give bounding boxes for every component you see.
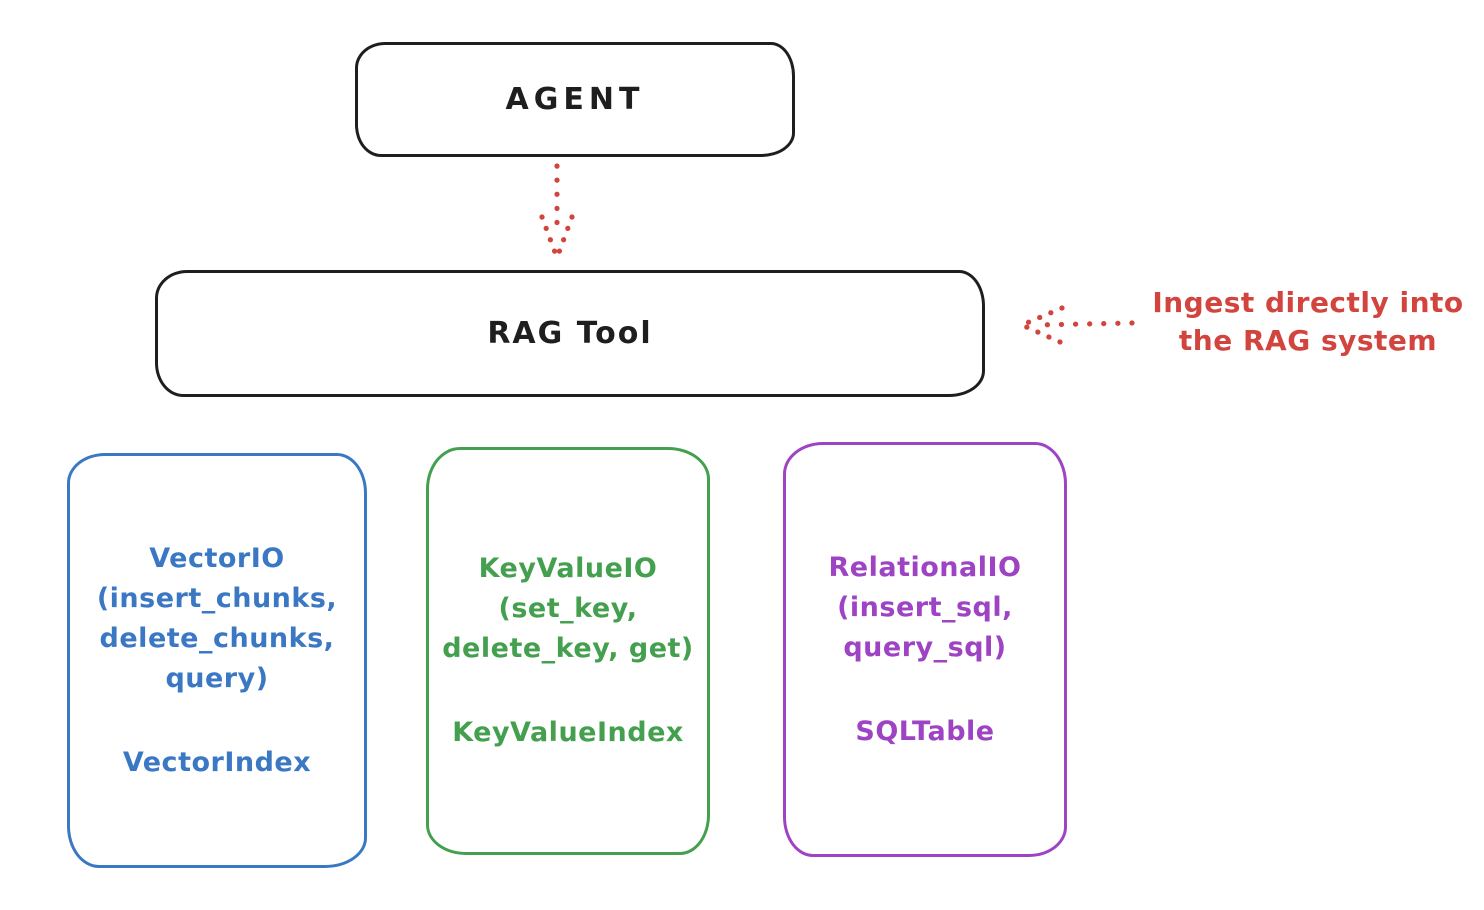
agent-box: AGENT xyxy=(355,42,795,157)
ingest-annotation: Ingest directly into the RAG system xyxy=(1152,286,1464,357)
vector-io-label: VectorIO (insert_chunks, delete_chunks, … xyxy=(96,542,338,694)
relational-io-label: RelationalIO (insert_sql, query_sql) xyxy=(828,551,1022,663)
keyvalue-io-label: KeyValueIO (set_key, delete_key, get) xyxy=(442,553,694,664)
relational-io-box: RelationalIO (insert_sql, query_sql) SQL… xyxy=(783,442,1067,857)
vector-index-label: VectorIndex xyxy=(122,746,312,778)
vector-io-box: VectorIO (insert_chunks, delete_chunks, … xyxy=(67,453,367,868)
keyvalue-index-label: KeyValueIndex xyxy=(452,717,684,748)
agent-box-label: AGENT xyxy=(505,82,645,117)
ingest-arrow-icon xyxy=(1019,305,1135,345)
keyvalue-io-box: KeyValueIO (set_key, delete_key, get) Ke… xyxy=(426,447,710,855)
rag-tool-box-label: RAG Tool xyxy=(487,316,653,351)
agent-to-rag-arrow-icon xyxy=(539,163,575,258)
rag-tool-box: RAG Tool xyxy=(155,270,985,397)
sql-table-label: SQLTable xyxy=(855,715,995,747)
